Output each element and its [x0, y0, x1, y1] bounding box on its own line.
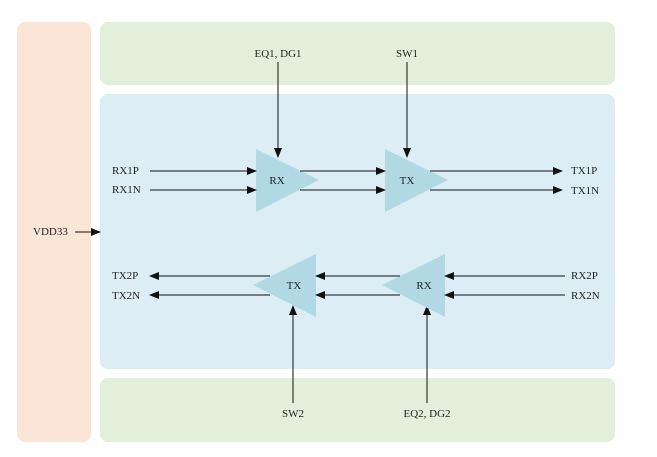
tx-bottom-amplifier — [253, 254, 316, 317]
rx-bottom-amplifier — [382, 254, 445, 317]
rx-top-amplifier — [256, 149, 319, 212]
power-panel — [17, 22, 91, 442]
control-panel-top — [100, 22, 615, 85]
tx1p-label: TX1P — [571, 165, 597, 177]
rx1p-label: RX1P — [112, 165, 139, 177]
sw1-label: SW1 — [396, 48, 418, 60]
eq1-dg1-label: EQ1, DG1 — [254, 48, 301, 60]
tx-top-amplifier — [385, 149, 448, 212]
tx1n-label: TX1N — [571, 185, 599, 197]
rx-top-amplifier-label: RX — [269, 175, 284, 187]
control-panel-bottom — [100, 378, 615, 442]
vdd-label: VDD33 — [33, 226, 68, 238]
rx-bottom-amplifier-label: RX — [416, 280, 431, 292]
sw2-label: SW2 — [282, 408, 304, 420]
signal-panel — [100, 94, 615, 369]
eq2-dg2-label: EQ2, DG2 — [403, 408, 450, 420]
rx2p-label: RX2P — [571, 270, 598, 282]
tx2n-label: TX2N — [112, 290, 140, 302]
rx1n-label: RX1N — [112, 184, 141, 196]
rx2n-label: RX2N — [571, 290, 600, 302]
tx2p-label: TX2P — [112, 270, 138, 282]
tx-top-amplifier-label: TX — [400, 175, 415, 187]
tx-bottom-amplifier-label: TX — [287, 280, 302, 292]
